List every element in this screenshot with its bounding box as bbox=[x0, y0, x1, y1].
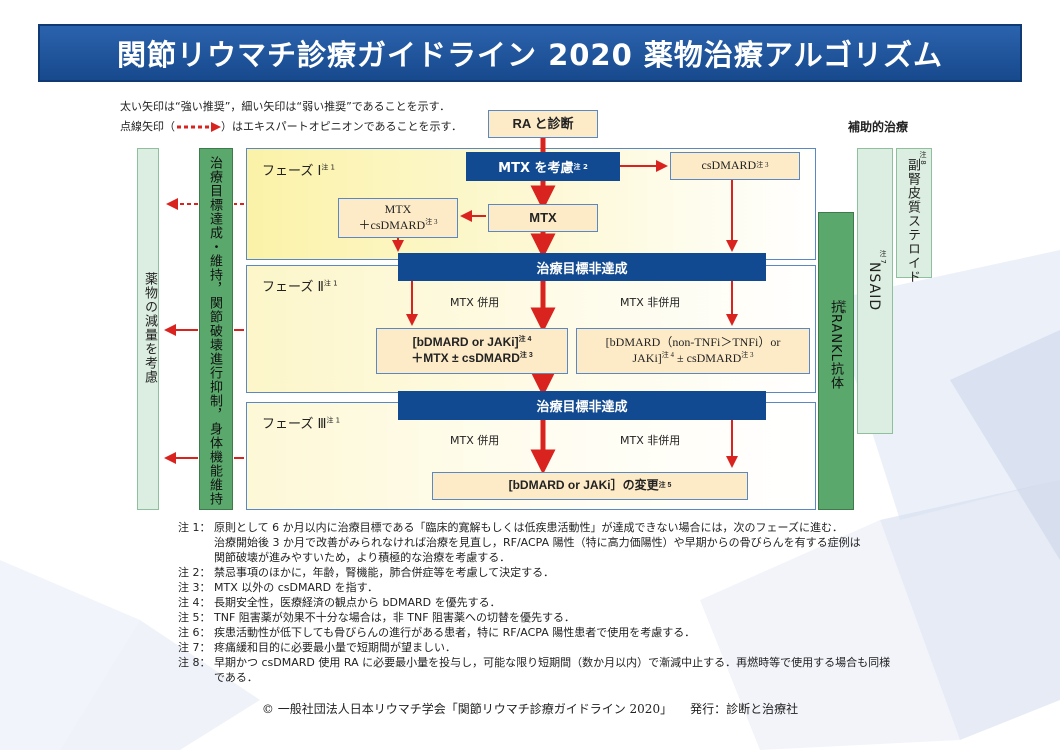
note-4: 注 4：長期安全性，医療経済の観点から bDMARD を優先する． bbox=[178, 596, 501, 609]
nsaid-column bbox=[857, 148, 893, 434]
legend-line-2-suffix: ）はエキスパートオピニオンであることを示す． bbox=[221, 120, 463, 133]
mtx-with-label-3: MTX 併用 bbox=[450, 434, 500, 447]
steroid-label: 副腎皮質ステロイド bbox=[905, 158, 920, 284]
steroid-note: 注 8 bbox=[919, 151, 927, 165]
title-bar bbox=[38, 24, 1022, 82]
goal-column bbox=[199, 148, 233, 510]
phase-1-label: フェーズ Ⅰ注 1 bbox=[262, 163, 336, 179]
mtx-without-label-2: MTX 非併用 bbox=[620, 296, 681, 309]
note-7: 注 7：疼痛緩和目的に必要最小量で短期間が望ましい． bbox=[178, 641, 456, 654]
rankl-column bbox=[818, 212, 854, 510]
dotted-arrow-icon bbox=[177, 122, 221, 132]
not-achieved-bar-2: 治療目標非達成 bbox=[398, 391, 766, 420]
note-8: 注 8： 早期かつ csDMARD 使用 RA に必要最小量を投与し，可能な限り… bbox=[178, 656, 891, 684]
phase2-right-box: [bDMARD（non-TNFi＞TNFi）or JAKi]注 4 ± csDM… bbox=[576, 328, 810, 374]
start-box: RA と診断 bbox=[488, 110, 598, 138]
legend-line-1: 太い矢印は“強い推奨”，細い矢印は“弱い推奨”であることを示す． bbox=[120, 100, 451, 113]
reduce-column bbox=[137, 148, 159, 510]
goal-label: 治療目標達成・維持，関節破壊進行抑制，身体機能維持 bbox=[207, 156, 222, 506]
note-3: 注 3：MTX 以外の csDMARD を指す． bbox=[178, 581, 379, 594]
phase-3-label: フェーズ Ⅲ注 1 bbox=[262, 416, 341, 432]
phase2-left-box: [bDMARD or JAKi]注 4 ＋MTX ± csDMARD注 3 bbox=[376, 328, 568, 374]
legend-line-2: 点線矢印（ ）はエキスパートオピニオンであることを示す． bbox=[120, 118, 462, 134]
note-1: 注 1： 原則として 6 か月以内に治療目標である「臨床的寛解もしくは低疾患活動… bbox=[178, 521, 861, 564]
phase3-box: [bDMARD or JAKi］の変更注 5 bbox=[432, 472, 748, 500]
note-2: 注 2：禁忌事項のほかに，年齢，腎機能，肺合併症等を考慮して決定する． bbox=[178, 566, 555, 579]
mtx-with-label-2: MTX 併用 bbox=[450, 296, 500, 309]
mtx-consider-box: MTX を考慮注 2 bbox=[466, 152, 620, 181]
mtx-csdmard-box: MTX ＋csDMARD注 3 bbox=[338, 198, 458, 238]
legend-line-2-prefix: 点線矢印（ bbox=[120, 120, 175, 133]
nsaid-label: NSAID bbox=[866, 262, 882, 312]
phase-2-label: フェーズ Ⅱ注 1 bbox=[262, 279, 338, 295]
mtx-without-label-3: MTX 非併用 bbox=[620, 434, 681, 447]
adjunct-header: 補助的治療 bbox=[848, 120, 909, 134]
notes-section: 注 1： 原則として 6 か月以内に治療目標である「臨床的寛解もしくは低疾患活動… bbox=[178, 520, 890, 685]
rankl-label: 抗RANKL抗体 bbox=[828, 300, 843, 390]
steroid-column bbox=[896, 148, 932, 278]
footer-credit: © 一般社団法人日本リウマチ学会「関節リウマチ診療ガイドライン 2020」 発行… bbox=[261, 702, 799, 716]
rankl-note: 注 6 bbox=[839, 300, 847, 314]
page-title: 関節リウマチ診療ガイドライン 2020 薬物治療アルゴリズム bbox=[116, 38, 944, 72]
note-5: 注 5：TNF 阻害薬が効果不十分な場合は，非 TNF 阻害薬への切替を優先する… bbox=[178, 611, 576, 624]
reduce-label: 薬物の減量を考慮 bbox=[142, 272, 157, 384]
not-achieved-bar-1: 治療目標非達成 bbox=[398, 253, 766, 281]
note-6: 注 6：疾患活動性が低下しても骨びらんの進行がある患者，特に RF/ACPA 陽… bbox=[178, 626, 696, 639]
mtx-box: MTX bbox=[488, 204, 598, 232]
nsaid-note: 注 7 bbox=[879, 250, 887, 264]
